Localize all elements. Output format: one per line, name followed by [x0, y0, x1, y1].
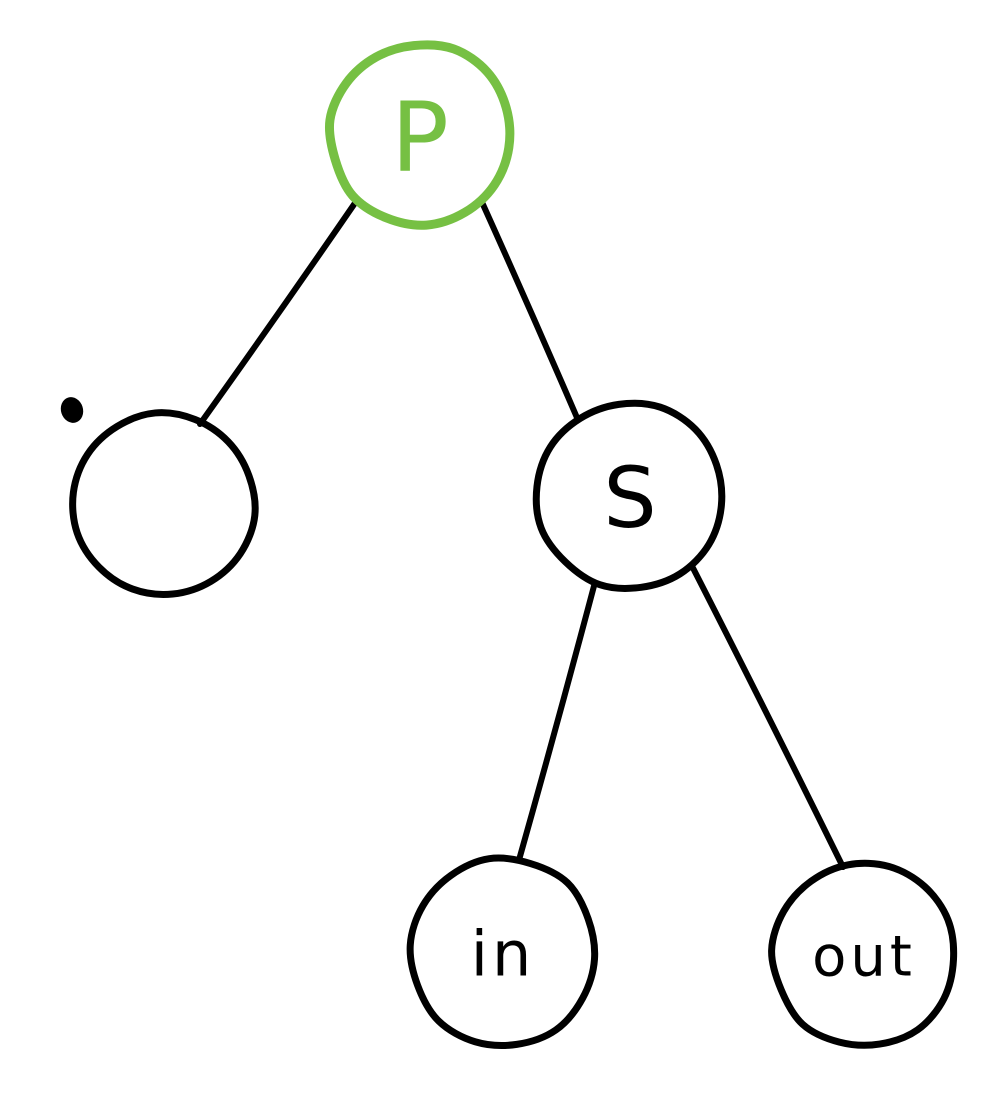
tree-node[interactable]: [69, 409, 259, 598]
ink-dot-mark: [60, 397, 84, 423]
tree-node[interactable]: S: [532, 399, 726, 592]
node-label: P: [391, 82, 449, 194]
tree-node[interactable]: in: [406, 854, 599, 1049]
node-circle: [69, 409, 259, 598]
node-circle: [324, 40, 515, 230]
tree-node[interactable]: P: [324, 40, 515, 230]
marks-layer: [60, 397, 84, 423]
nodes-layer: P Sin out: [69, 40, 958, 1049]
node-label: in: [471, 918, 536, 991]
node-circle: [768, 859, 958, 1049]
edges-layer: [197, 197, 846, 870]
tree-edge: [197, 200, 358, 427]
node-circle: [406, 854, 599, 1049]
tree-edge: [478, 197, 581, 423]
node-circle: [532, 399, 726, 592]
node-label: S: [603, 449, 656, 547]
tree-edge: [516, 583, 597, 863]
node-label: out: [812, 925, 916, 990]
tree-edge: [690, 565, 846, 870]
tree-node[interactable]: out: [768, 859, 958, 1049]
